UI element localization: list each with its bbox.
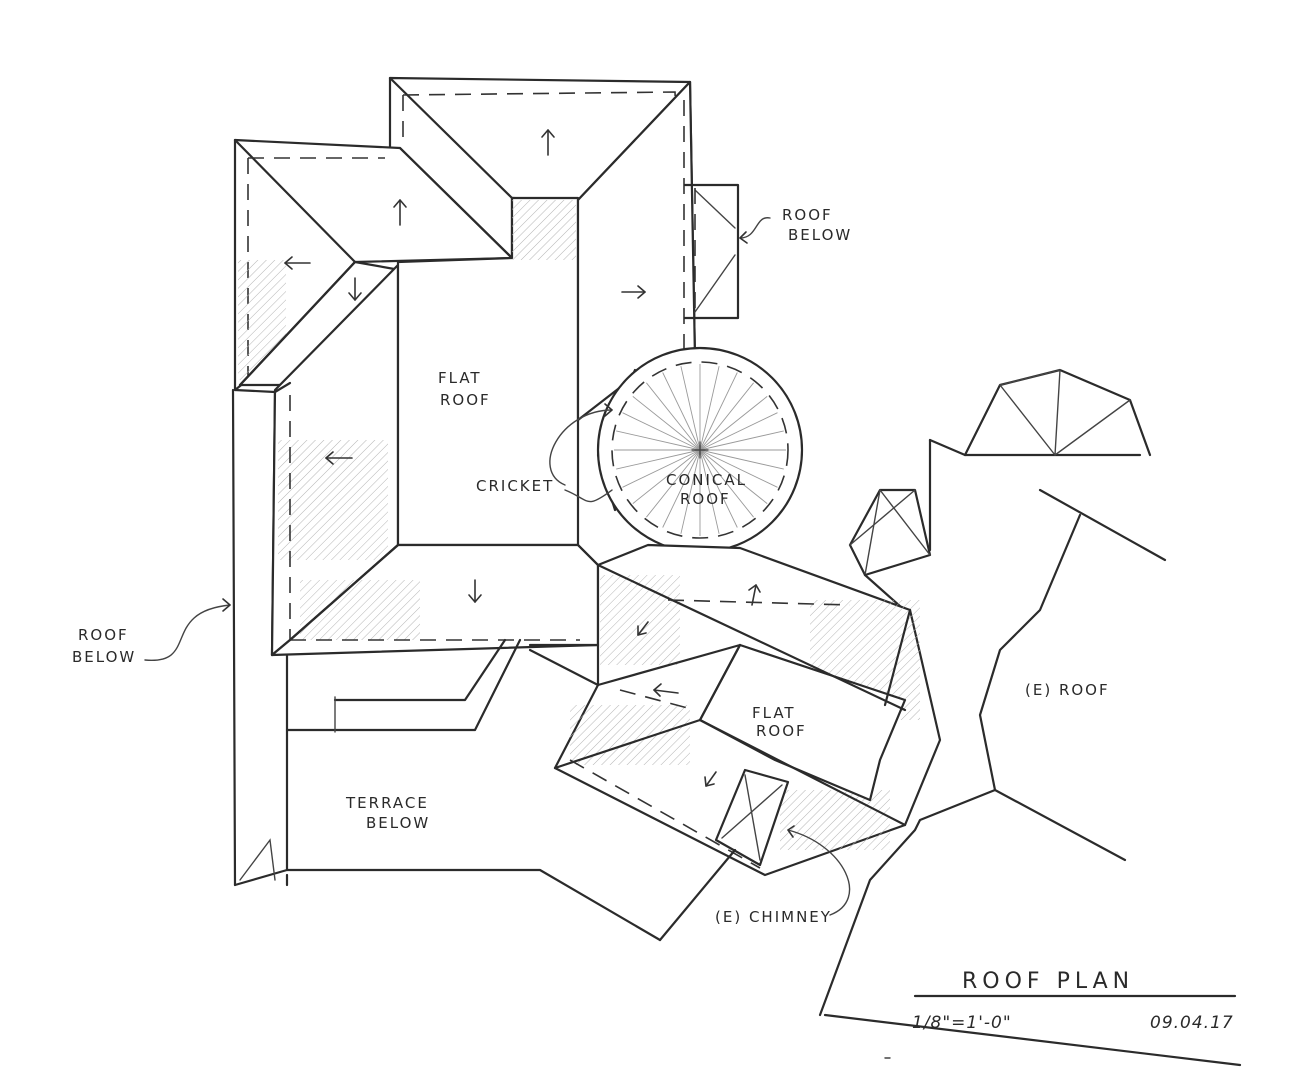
existing-chimney-label: (E) CHIMNEY <box>715 908 832 926</box>
flat-roof-label-line1: FLAT <box>438 369 482 387</box>
existing-roof-outline <box>818 368 1242 1067</box>
conical-roof-ray <box>680 449 701 534</box>
conical-roof-ray <box>699 372 738 451</box>
conical-roof-label-line1: CONICAL <box>666 471 747 489</box>
roof-below-right-line1: ROOF <box>782 206 833 224</box>
conical-roof-ray <box>646 382 701 451</box>
conical-roof-ray <box>662 449 701 528</box>
lower-flat-roof-label-line2: ROOF <box>756 722 807 740</box>
conical-roof-ray <box>622 449 701 488</box>
labels: FLAT ROOF FLAT ROOF CONICAL ROOF CRICKET… <box>72 206 1110 926</box>
conical-roof-ray <box>699 412 778 451</box>
arrow-up-wing <box>748 584 761 606</box>
arrow-left-gable <box>284 256 311 270</box>
arrow-left-lower <box>325 451 353 465</box>
conical-roof-ray <box>616 449 701 470</box>
slope-arrows <box>284 129 761 787</box>
conical-roof-ray <box>680 366 701 451</box>
conical-roof-ray <box>699 382 754 451</box>
lower-wing <box>528 543 942 877</box>
roof-below-left-line2: BELOW <box>72 648 136 666</box>
conical-roof-ray <box>646 449 701 518</box>
arrow-right-slope <box>621 285 646 299</box>
conical-roof-ray <box>699 449 778 488</box>
conical-roof <box>596 346 804 554</box>
roof-below-left-line1: ROOF <box>78 626 129 644</box>
terrace-below-line1: TERRACE <box>345 794 429 812</box>
roof-below-right-line2: BELOW <box>788 226 852 244</box>
arrow-down-left-wing <box>637 621 649 636</box>
arrow-up-top <box>541 129 555 156</box>
terrace-below-line2: BELOW <box>366 814 430 832</box>
cricket-label: CRICKET <box>476 477 554 495</box>
arrow-left-wing <box>653 683 679 697</box>
upper-wing <box>231 76 740 887</box>
conical-roof-ray <box>699 449 784 470</box>
conical-roof-ray <box>699 430 784 451</box>
sheet-title: ROOF PLAN <box>962 969 1134 994</box>
terrace <box>233 638 737 942</box>
lower-flat-roof-label-line1: FLAT <box>752 704 796 722</box>
conical-roof-ray <box>699 449 768 504</box>
flat-roof-label-line2: ROOF <box>440 391 491 409</box>
title-block: ROOF PLAN 1/8"=1'-0" 09.04.17 <box>884 969 1237 1059</box>
conical-roof-ray <box>632 449 701 504</box>
arrow-up-gable <box>393 199 407 226</box>
conical-roof-ray <box>699 396 768 451</box>
existing-roof-label: (E) ROOF <box>1025 681 1110 699</box>
conical-roof-ray <box>616 430 701 451</box>
conical-roof-ray <box>699 449 754 518</box>
conical-roof-ray <box>622 412 701 451</box>
arrow-down-front <box>468 579 482 603</box>
conical-roof-ray <box>632 396 701 451</box>
conical-roof-ray <box>699 449 738 528</box>
conical-roof-ray <box>662 372 701 451</box>
conical-roof-ray <box>699 449 720 534</box>
leaders <box>144 217 851 916</box>
arrow-down-left-lower <box>704 771 717 787</box>
arrow-down-valley <box>348 277 362 301</box>
conical-roof-ray <box>699 366 720 451</box>
conical-roof-label-line2: ROOF <box>680 490 731 508</box>
sheet-date: 09.04.17 <box>1150 1013 1234 1033</box>
sheet-scale: 1/8"=1'-0" <box>912 1013 1012 1033</box>
